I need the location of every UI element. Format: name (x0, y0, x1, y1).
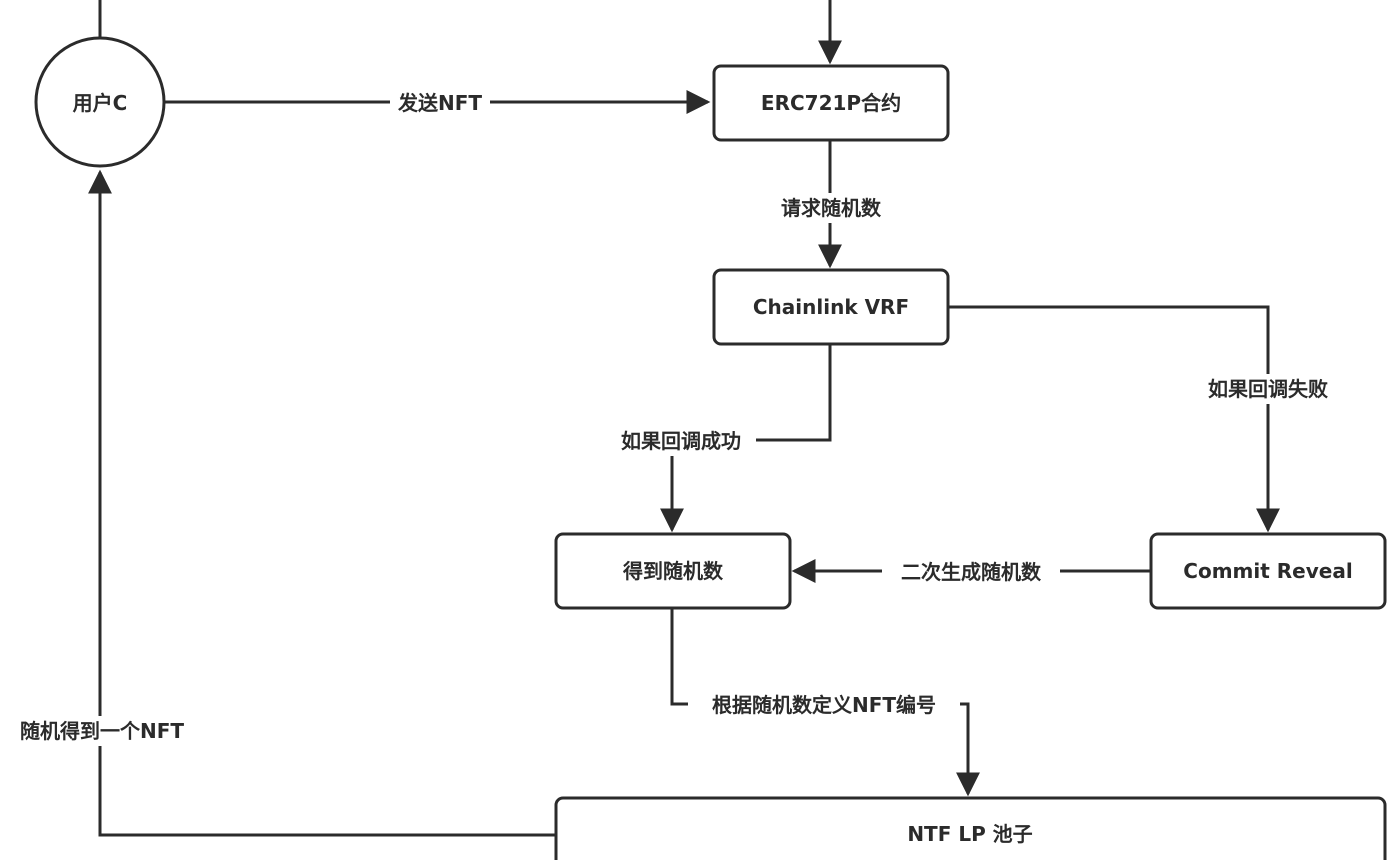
label-send-nft: 发送NFT (397, 91, 482, 115)
node-user-c-label: 用户C (73, 91, 128, 115)
label-request-random: 请求随机数 (781, 196, 882, 220)
node-chainlink-vrf-label: Chainlink VRF (753, 295, 909, 319)
node-lp-pool: NTF LP 池子 (554, 796, 1387, 860)
node-erc721p-label: ERC721P合约 (761, 91, 901, 115)
node-user-c: 用户C (34, 36, 166, 168)
node-chainlink-vrf: Chainlink VRF (712, 268, 950, 346)
node-commit-reveal-label: Commit Reveal (1183, 559, 1352, 583)
label-define-nft-id: 根据随机数定义NFT编号 (712, 693, 936, 717)
label-callback-fail: 如果回调失败 (1208, 377, 1328, 401)
node-get-random-label: 得到随机数 (622, 559, 724, 583)
node-erc721p: ERC721P合约 (712, 64, 950, 142)
label-receive-random-nft: 随机得到一个NFT (20, 719, 184, 743)
label-callback-success: 如果回调成功 (621, 429, 741, 453)
node-commit-reveal: Commit Reveal (1149, 532, 1387, 610)
node-lp-pool-label: NTF LP 池子 (907, 822, 1032, 846)
node-get-random: 得到随机数 (554, 532, 792, 610)
edge-callback-fail (948, 305, 1280, 533)
edge-receive-random-nft (88, 169, 556, 837)
label-regenerate-random: 二次生成随机数 (901, 560, 1042, 584)
